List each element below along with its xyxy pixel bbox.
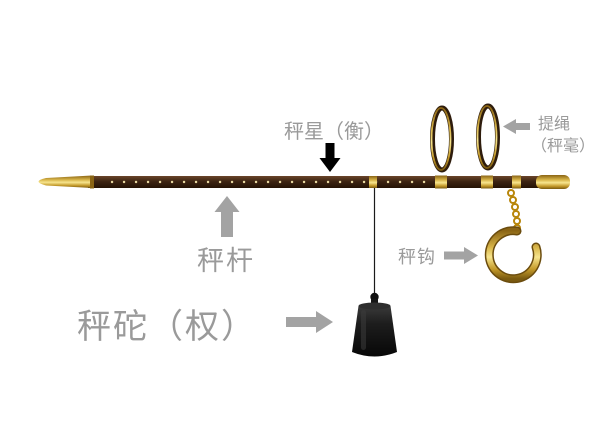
loop-band-2 <box>481 175 493 189</box>
weight-highlight <box>361 310 366 350</box>
beam-stars-label: 秤星（衡） <box>284 121 384 143</box>
beam-left-collar <box>90 175 94 189</box>
weight-label: 秤砣（权） <box>77 308 257 346</box>
lifting-loop-1-highlight <box>430 107 452 171</box>
beam-label: 秤杆 <box>197 246 255 276</box>
beam-wood-shaft <box>88 176 548 188</box>
beam <box>38 175 570 189</box>
weight-body <box>352 306 397 357</box>
lifting-rope-left-arrow <box>503 119 530 134</box>
beam-right-gold-cap <box>536 175 570 189</box>
hook <box>486 227 541 282</box>
beam-stars-down-arrow <box>319 143 341 172</box>
lifting-rope-label-line1: 提绳 <box>538 116 571 133</box>
weight-right-arrow <box>286 311 333 333</box>
weight-assembly <box>352 188 397 357</box>
lifting-loop-2-highlight <box>476 105 498 169</box>
lifting-rope-label-line2: （秤毫） <box>531 138 596 155</box>
string-attachment-band <box>369 176 377 188</box>
beam-left-gold-tip <box>38 175 92 188</box>
hook-label: 秤钩 <box>398 247 436 267</box>
lifting-rope-label: 提绳 （秤毫） <box>531 114 595 158</box>
hook-assembly <box>484 189 542 284</box>
weight-top-cap <box>358 302 391 310</box>
loop-band-1 <box>435 175 447 189</box>
hook-right-arrow <box>444 247 478 264</box>
chain <box>507 189 521 232</box>
beam-up-arrow <box>214 196 240 237</box>
weight-neck <box>371 299 378 305</box>
chain-attachment-band <box>512 175 521 189</box>
lifting-loops <box>430 103 500 173</box>
